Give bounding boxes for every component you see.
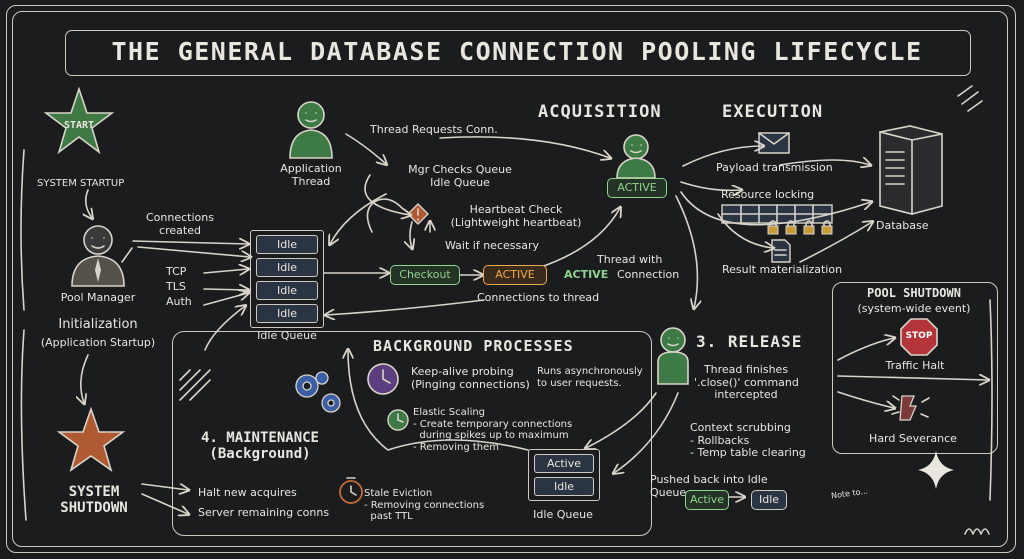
system-shutdown-heading: SYSTEM SHUTDOWN [60,484,128,517]
execution-heading: EXECUTION [722,102,824,122]
connections-created-label: Connections created [146,211,214,237]
initialization-subtitle: (Application Startup) [40,336,156,349]
stop-sign-label: STOP [905,331,933,341]
lock-icons [767,220,833,235]
idle-queue-label: Idle Queue [257,329,317,342]
maintenance-heading: 4. MAINTENANCE (Background) [200,430,319,463]
shutdown-star-icon [56,406,126,472]
bg-idle-queue-label: Idle Queue [533,508,593,521]
database-server-icon [879,125,943,215]
database-label: Database [876,219,929,232]
idle-queue-box [250,230,324,328]
wait-label: Wait if necessary [445,239,539,252]
page-title: THE GENERAL DATABASE CONNECTION POOLING … [111,37,923,66]
release-thread-figure-icon [657,327,689,385]
keepalive-clock-icon [367,363,399,395]
pool-manager-label: Pool Manager [60,291,136,304]
result-document-icon [771,239,791,263]
scribble-decoration [957,85,983,112]
hard-severance-icon [891,395,930,421]
outer-frame [12,11,1008,547]
mgr-checks-label: Mgr Checks Queue Idle Queue [408,163,512,189]
pool-shutdown-box [832,282,998,454]
traffic-halt-label: Traffic Halt [885,359,945,372]
stopwatch-icon [339,477,363,504]
zigzag-decoration [964,528,990,535]
elastic-clock-icon [387,409,409,431]
thread-with-active: ACTIVE [564,268,609,281]
active-badge: ACTIVE [483,265,547,285]
pushed-back-label: Pushed back into Idle Queue [650,473,768,499]
stop-sign-icon [900,318,938,356]
title-box [65,30,971,76]
payload-label: Payload transmission [716,161,833,174]
elastic-scaling-label: Elastic Scaling - Create temporary conne… [413,407,573,453]
pushed-idle-pill: Idle [751,490,787,510]
idle-slot: Idle [256,281,318,300]
thread-with-connection: Connection [617,268,680,281]
protocol-tls: TLS [166,280,186,293]
background-processes-heading: BACKGROUND PROCESSES [373,337,574,355]
hard-severance-label: Hard Severance [869,432,957,445]
start-label: START [63,120,95,131]
thread-requests-label: Thread Requests Conn. [370,123,498,136]
acquisition-thread-figure-icon [616,134,656,179]
keepalive-label: Keep-alive probing (Pinging connections) [411,365,530,391]
idle-slot: Idle [256,258,318,277]
bg-active-slot: Active [534,454,594,473]
thread-with-label: Thread with [597,253,663,266]
stale-eviction-label: Stale Eviction - Removing connections pa… [364,488,485,522]
bg-idle-slot: Idle [534,477,594,496]
system-startup-label: SYSTEM STARTUP [37,178,125,189]
application-thread-figure-icon [289,101,333,159]
idle-slot: Idle [256,235,318,254]
pool-shutdown-heading: POOL SHUTDOWN [867,286,961,300]
server-remaining-label: Server remaining conns [198,506,330,519]
context-scrubbing-label: Context scrubbing - Rollbacks - Temp tab… [690,421,806,460]
envelope-icon [758,132,790,154]
gears-icon [295,371,341,413]
thread-finishes-label: Thread finishes '.close()' command inter… [694,363,799,402]
keepalive-note: Runs asynchronously to user requests. [537,366,643,389]
halt-new-acquires-label: Halt new acquires [198,486,297,499]
acquisition-heading: ACQUISITION [538,102,662,122]
outer-frame-back [6,5,1016,553]
sparkle-icon [918,451,954,489]
start-star-icon [43,86,115,155]
pool-shutdown-subheading: (system-wide event) [857,302,971,315]
idle-slot: Idle [256,304,318,323]
resource-lock-grid-icon [721,204,833,224]
protocol-auth: Auth [166,295,192,308]
background-processes-box [172,331,652,536]
heartbeat-check-label: Heartbeat Check (Lightweight heartbeat) [450,203,582,229]
checkout-badge: Checkout [390,265,460,285]
release-heading: 3. RELEASE [696,332,803,351]
hatching-decoration [179,369,211,401]
resource-locking-label: Resource locking [721,188,815,201]
pushed-active-pill: Active [685,490,729,510]
result-label: Result materialization [722,263,843,276]
pool-manager-figure-icon [71,225,133,287]
initialization-title: Initialization [58,317,138,332]
protocol-tcp: TCP [166,265,187,278]
acquisition-active-badge: ACTIVE [607,178,667,198]
connections-to-thread-label: Connections to thread [477,291,600,304]
bg-idle-queue-box [528,449,600,501]
application-thread-label: Application Thread [280,162,342,188]
